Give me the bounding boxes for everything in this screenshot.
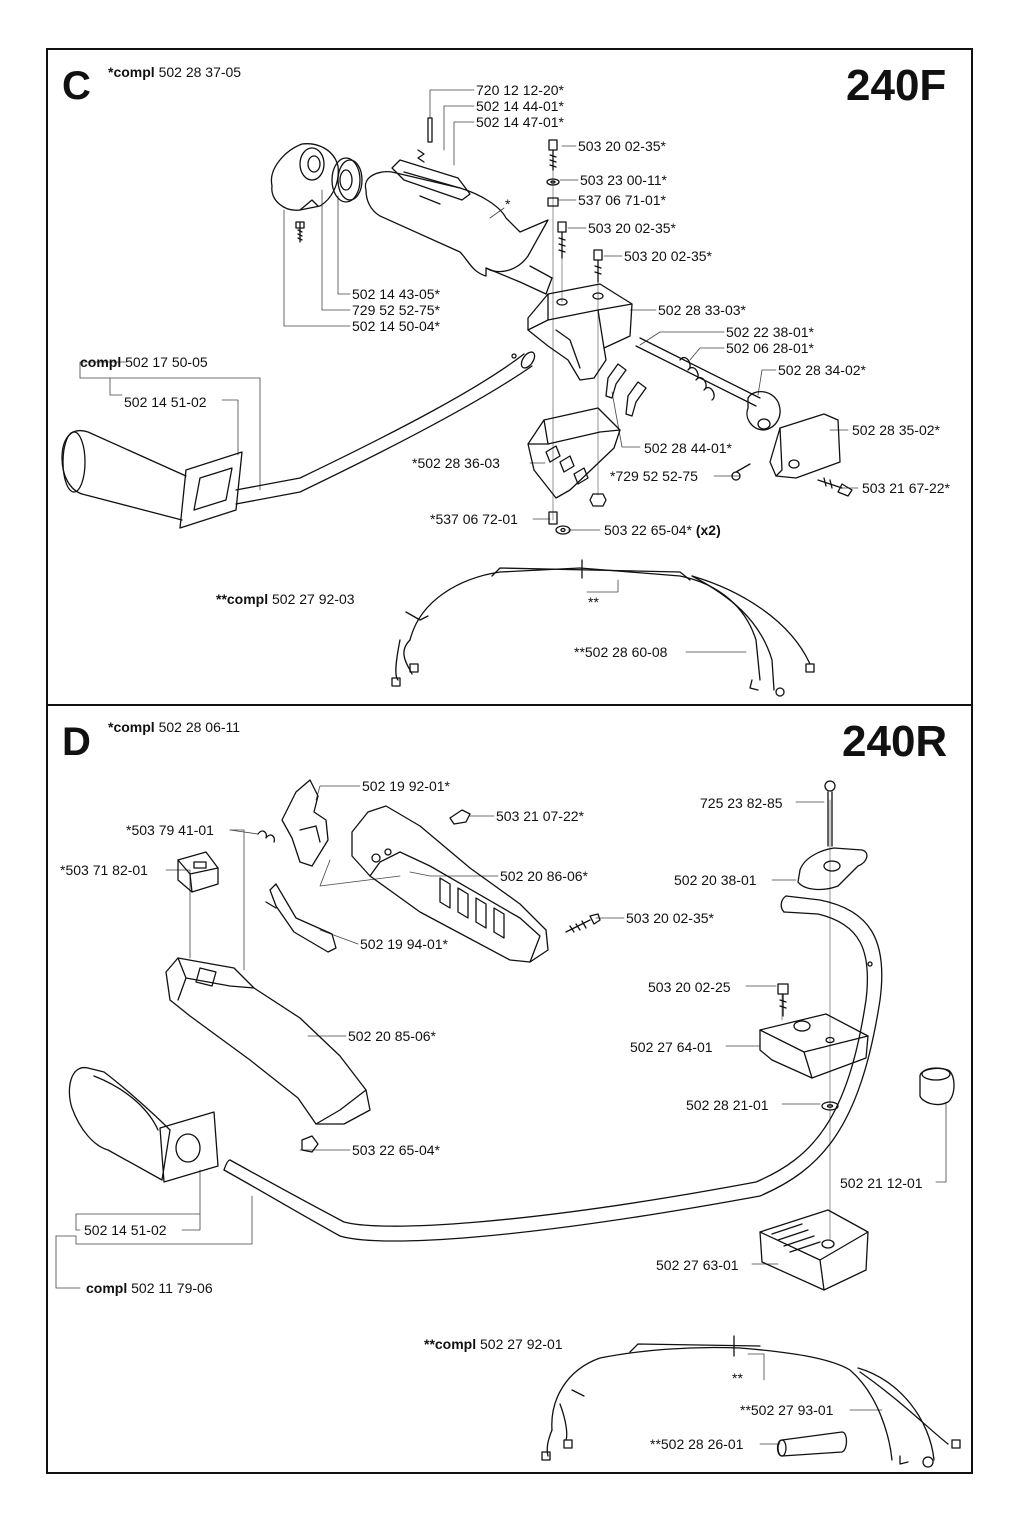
part-label-502-28-34-02: 502 28 34-02* <box>778 362 866 378</box>
part-label-502-19-92-01: 502 19 92-01* <box>362 778 450 794</box>
section-divider <box>46 704 973 706</box>
part-label-502-27-63-01: 502 27 63-01 <box>656 1257 739 1273</box>
section-d-model: 240R <box>842 717 948 766</box>
part-label-502-14-51-02-c: 502 14 51-02 <box>124 394 207 410</box>
compl-label-502-17-50-05-code: 502 17 50-05 <box>125 354 208 370</box>
part-label-503-20-02-35-d: 503 20 02-35* <box>626 910 714 926</box>
part-label-double-star-d: ** <box>732 1370 743 1386</box>
part-label-502-14-50-04: 502 14 50-04* <box>352 318 440 334</box>
section-d-compl-code: 502 28 06-11 <box>158 719 241 735</box>
compl-label-502-27-92-01-code: 502 27 92-01 <box>480 1336 563 1352</box>
section-d-drawing <box>56 780 960 1467</box>
part-label-502-19-94-01: 502 19 94-01* <box>360 936 448 952</box>
compl-label-502-27-92-01-prefix: **compl <box>424 1336 477 1352</box>
part-label-502-20-85-06: 502 20 85-06* <box>348 1028 436 1044</box>
section-d-compl-header: *compl 502 28 06-11 <box>108 719 240 735</box>
part-label-503-22-65-04-c-code: 503 22 65-04* <box>604 522 692 538</box>
part-label-502-14-44-01: 502 14 44-01* <box>476 98 564 114</box>
section-c-compl-header: *compl 502 28 37-05 <box>108 64 241 80</box>
section-c-drawing <box>62 90 858 696</box>
part-label-720-12-12-20: 720 12 12-20* <box>476 82 564 98</box>
part-label-503-21-07-22: 503 21 07-22* <box>496 808 584 824</box>
part-label-503-22-65-04-c: 503 22 65-04* (x2) <box>604 522 721 538</box>
part-label-503-20-02-35-a: 503 20 02-35* <box>578 138 666 154</box>
section-c-compl-code: 502 28 37-05 <box>158 64 242 80</box>
part-label-503-71-82-01: *503 71 82-01 <box>60 862 148 878</box>
compl-label-502-27-92-03-code: 502 27 92-03 <box>272 591 355 607</box>
part-label-502-06-28-01: 502 06 28-01* <box>726 340 814 356</box>
part-label-503-79-41-01: *503 79 41-01 <box>126 822 214 838</box>
part-label-729-52-52-75: *729 52 52-75 <box>610 468 698 484</box>
compl-label-502-17-50-05-prefix: compl <box>80 354 122 370</box>
outer-frame <box>46 48 973 1474</box>
part-label-502-28-44-01: 502 28 44-01* <box>644 440 732 456</box>
part-label-502-20-38-01: 502 20 38-01 <box>674 872 757 888</box>
section-c-letter: C <box>62 64 91 108</box>
part-label-725-23-82-85: 725 23 82-85 <box>700 795 783 811</box>
section-c-compl-label: *compl <box>108 64 155 80</box>
part-label-729-52-52-75-star: 729 52 52-75* <box>352 302 440 318</box>
part-label-502-28-36-03: *502 28 36-03 <box>412 455 500 471</box>
part-label-503-22-65-04-d: 503 22 65-04* <box>352 1142 440 1158</box>
compl-label-502-27-92-03: **compl 502 27 92-03 <box>216 591 355 607</box>
part-label-502-28-21-01: 502 28 21-01 <box>686 1097 769 1113</box>
section-d-compl-label: *compl <box>108 719 155 735</box>
compl-label-502-11-79-06-prefix: compl <box>86 1280 128 1296</box>
part-label-537-06-71-01: 537 06 71-01* <box>578 192 666 208</box>
part-label-star: * <box>505 196 511 212</box>
part-label-502-27-93-01: **502 27 93-01 <box>740 1402 834 1418</box>
part-label-502-28-26-01: **502 28 26-01 <box>650 1436 744 1452</box>
part-label-502-20-86-06: 502 20 86-06* <box>500 868 588 884</box>
part-label-503-20-02-25: 503 20 02-25 <box>648 979 731 995</box>
part-label-double-star-c: ** <box>588 594 599 610</box>
section-d-letter: D <box>62 720 91 764</box>
part-label-qty-x2: (x2) <box>695 522 721 538</box>
part-label-503-20-02-35-c: 503 20 02-35* <box>624 248 712 264</box>
part-label-502-14-51-02-d: 502 14 51-02 <box>84 1222 167 1238</box>
part-label-502-28-33-03: 502 28 33-03* <box>658 302 746 318</box>
part-label-502-28-35-02: 502 28 35-02* <box>852 422 940 438</box>
section-c-model: 240F <box>846 61 947 110</box>
compl-label-502-11-79-06-code: 502 11 79-06 <box>131 1280 213 1296</box>
part-label-503-20-02-35-b: 503 20 02-35* <box>588 220 676 236</box>
compl-label-502-17-50-05: compl 502 17 50-05 <box>80 354 208 370</box>
part-label-503-21-67-22: 503 21 67-22* <box>862 480 950 496</box>
part-label-502-14-43-05: 502 14 43-05* <box>352 286 440 302</box>
compl-label-502-27-92-01: **compl 502 27 92-01 <box>424 1336 563 1352</box>
part-label-502-14-47-01: 502 14 47-01* <box>476 114 564 130</box>
part-label-502-22-38-01: 502 22 38-01* <box>726 324 814 340</box>
part-label-502-21-12-01: 502 21 12-01 <box>840 1175 923 1191</box>
part-label-537-06-72-01: *537 06 72-01 <box>430 511 518 527</box>
part-label-502-27-64-01: 502 27 64-01 <box>630 1039 713 1055</box>
compl-label-502-27-92-03-prefix: **compl <box>216 591 269 607</box>
part-label-502-28-60-08: **502 28 60-08 <box>574 644 668 660</box>
part-label-503-23-00-11: 503 23 00-11* <box>580 172 667 188</box>
compl-label-502-11-79-06: compl 502 11 79-06 <box>86 1280 213 1296</box>
